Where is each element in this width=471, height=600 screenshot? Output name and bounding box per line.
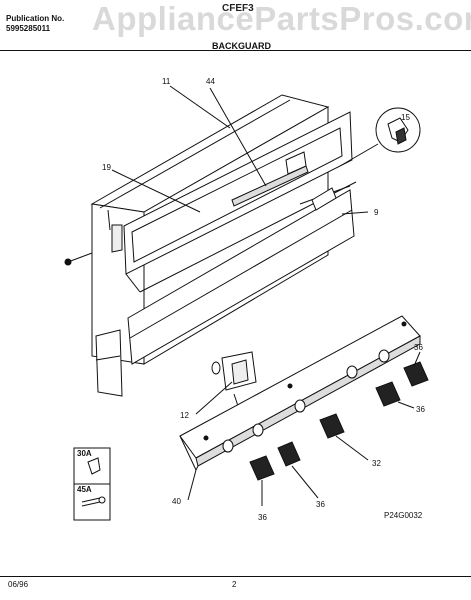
diagram-code: P24G0032 <box>384 511 423 520</box>
callout-15: 15 <box>401 113 410 122</box>
watermark: AppliancePartsPros.com <box>92 0 471 37</box>
knob-1 <box>249 455 275 481</box>
callout-36-b: 36 <box>416 405 425 414</box>
publication-number: 5995285011 <box>6 24 51 33</box>
callout-12: 12 <box>180 411 189 420</box>
control-panel <box>127 185 355 365</box>
screw-icon <box>81 497 101 507</box>
header-rule <box>0 50 471 51</box>
callout-36-a: 36 <box>414 343 423 352</box>
callout-9: 9 <box>374 208 379 217</box>
footer-date: 06/96 <box>8 580 29 589</box>
callout-19: 19 <box>102 163 111 172</box>
callout-11: 11 <box>162 77 171 86</box>
infinite-switch <box>211 351 257 407</box>
callout-32: 32 <box>372 459 381 468</box>
model-number: CFEF3 <box>222 3 254 14</box>
knob-5 <box>403 361 429 387</box>
knob-panel <box>179 315 421 471</box>
knob-4 <box>375 381 401 407</box>
spring-clip-icon <box>87 457 101 475</box>
footer-page: 2 <box>232 580 237 589</box>
callout-45a: 45A <box>77 485 92 494</box>
section-title: BACKGUARD <box>212 41 271 51</box>
clip-detail <box>339 107 421 167</box>
knob-2 <box>277 441 301 467</box>
callout-36-d: 36 <box>258 513 267 522</box>
callout-30a: 30A <box>77 449 92 458</box>
screw <box>64 252 93 266</box>
callout-44: 44 <box>206 77 215 86</box>
knob-3 <box>319 413 345 439</box>
callout-40: 40 <box>172 497 181 506</box>
footer-rule <box>0 576 471 577</box>
publication-label: Publication No. <box>6 14 65 23</box>
callout-36-c: 36 <box>316 500 325 509</box>
nameplate-strip <box>231 151 309 207</box>
